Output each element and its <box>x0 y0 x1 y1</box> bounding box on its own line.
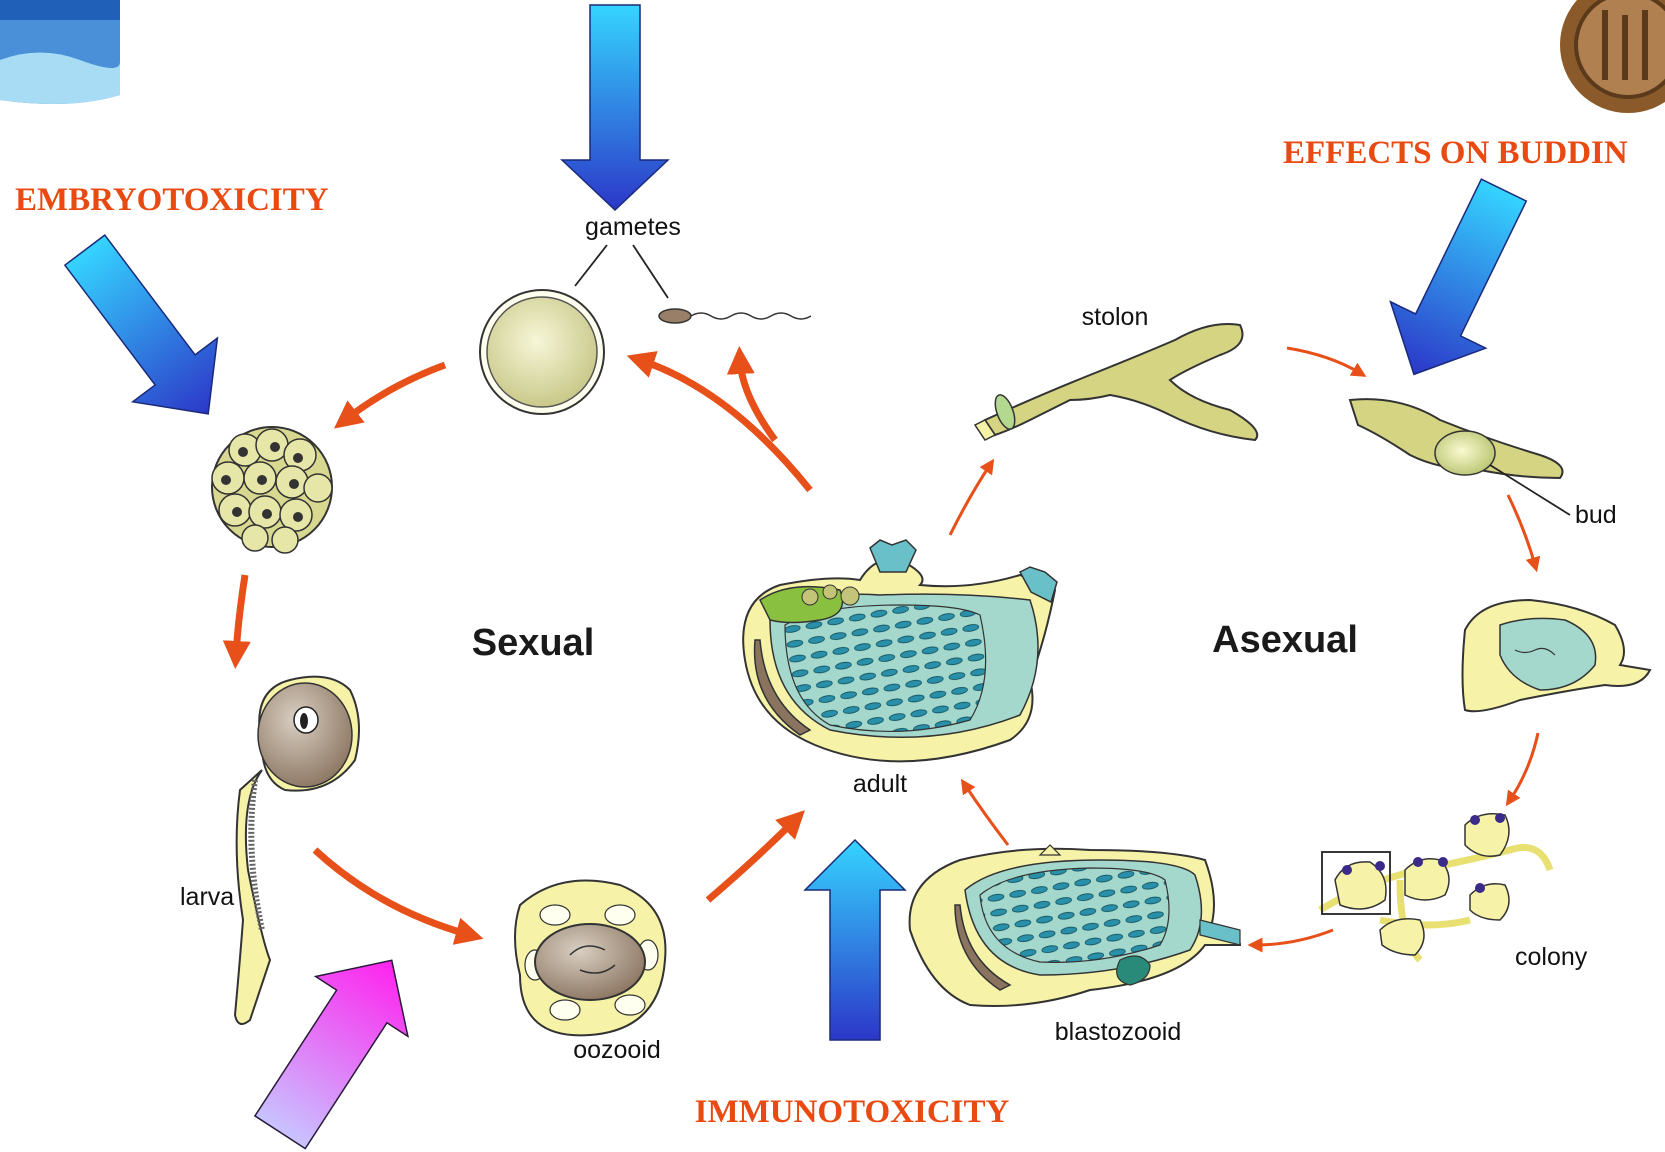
bud-label: bud <box>1575 501 1617 529</box>
gametes-label: gametes <box>585 213 681 241</box>
stolon-label: stolon <box>1082 303 1149 331</box>
colony-label: colony <box>1515 943 1588 971</box>
stolon-drawing <box>975 324 1257 440</box>
developing-zooid-drawing <box>1463 600 1651 711</box>
gametes-toxicity-arrow <box>562 5 668 210</box>
gametes-connector-lines <box>575 245 668 298</box>
oozooid-label: oozooid <box>573 1036 661 1064</box>
immunotoxicity-arrow <box>805 840 905 1040</box>
budding-effects-label: EFFECTS ON BUDDIN <box>1283 135 1628 171</box>
immunotoxicity-label: IMMUNOTOXICITY <box>695 1094 1010 1130</box>
embryo-cluster <box>212 427 332 553</box>
embryotoxicity-arrow <box>42 218 250 446</box>
colony-drawing <box>1320 813 1550 960</box>
budding-effects-arrow <box>1366 167 1551 398</box>
adult-drawing <box>743 540 1057 761</box>
right-seal-logo <box>1560 0 1665 113</box>
bud-drawing <box>1350 399 1570 515</box>
blastozooid-drawing <box>910 845 1240 1006</box>
embryotoxicity-label: EMBRYOTOXICITY <box>15 182 329 218</box>
oozooid-drawing <box>515 881 665 1036</box>
asexual-label: Asexual <box>1212 619 1358 661</box>
sexual-label: Sexual <box>472 622 595 664</box>
adult-label: adult <box>853 770 907 798</box>
egg-cell <box>480 290 604 414</box>
larva-label: larva <box>180 883 234 911</box>
blastozooid-label: blastozooid <box>1055 1018 1181 1046</box>
sperm-cell <box>659 309 811 323</box>
left-logo <box>0 0 120 104</box>
